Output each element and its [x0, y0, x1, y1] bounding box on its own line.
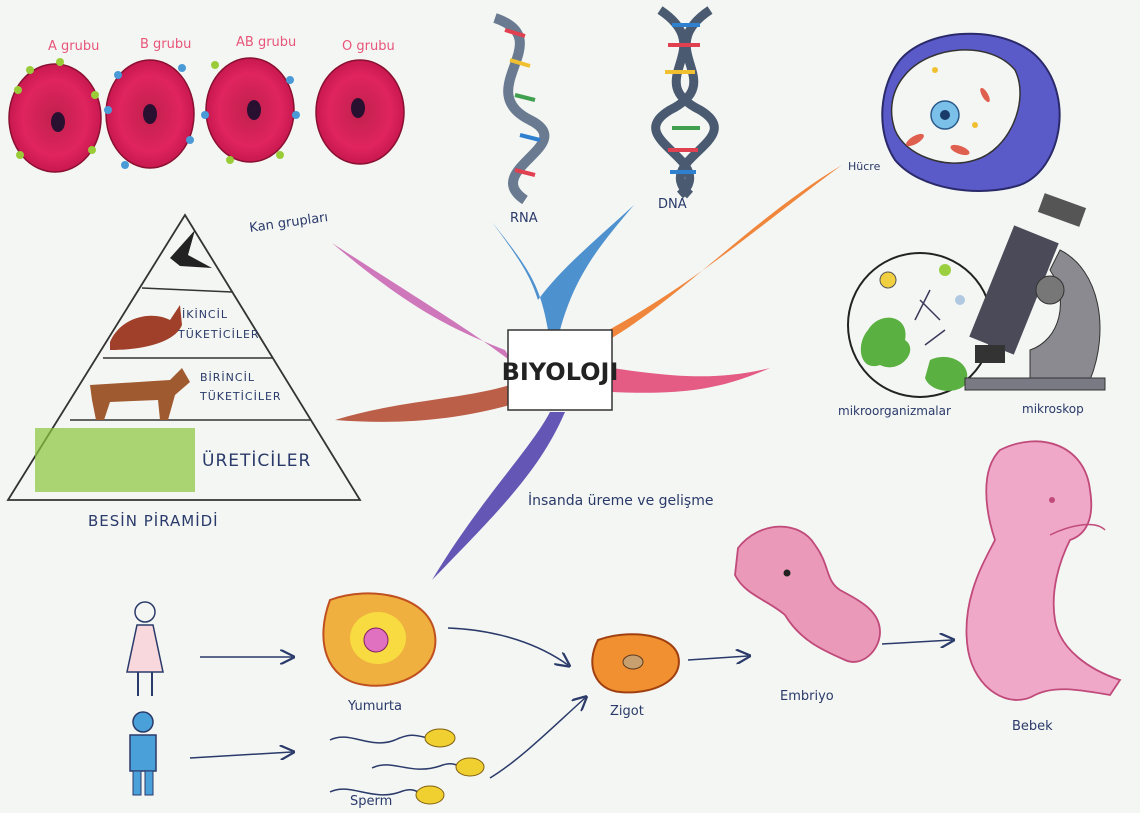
blood-group-label-a: A grubu [48, 39, 99, 54]
rbc-a [9, 58, 101, 172]
branch-food-pyramid [335, 385, 510, 422]
center-node: BIYOLOJI [502, 330, 619, 410]
arrow-egg-to-zygote [448, 628, 568, 665]
rbc-o [316, 60, 404, 164]
egg-label: Yumurta [347, 699, 402, 714]
microorganisms-circle-icon [848, 253, 992, 397]
blood-groups-title: Kan grupları [248, 210, 329, 236]
zygote-label: Zigot [610, 704, 644, 719]
pyramid-level-1-line2: TÜKETİCİLER [177, 328, 260, 341]
zygote-icon [592, 634, 679, 692]
microscope-section: mikroorganizmalar mikroskop [838, 193, 1105, 418]
cell-label: Hücre [848, 160, 881, 173]
pyramid-grass [35, 428, 195, 492]
dna-label: DNA [658, 197, 687, 212]
pyramid-level-2-line1: BİRİNCİL [200, 371, 255, 384]
man-icon [130, 712, 156, 795]
branch-microscope [612, 368, 770, 393]
center-title: BIYOLOJI [502, 358, 619, 386]
pyramid-level-3-line1: ÜRETİCİLER [202, 449, 311, 471]
branch-cell [600, 165, 842, 345]
rna-strand-icon [495, 18, 544, 200]
embryo-label: Embriyo [780, 689, 834, 704]
arrow-sperm-to-zygote [490, 698, 585, 778]
blood-groups-section: A grubu B grubu AB grubu O grubu Kan gru… [9, 35, 404, 236]
rna-label: RNA [510, 211, 538, 226]
arrow-zygote-to-embryo [688, 656, 748, 660]
rbc-ab [201, 58, 300, 164]
woman-icon [127, 602, 163, 696]
development-title: İnsanda üreme ve gelişme [528, 491, 713, 509]
microscope-icon [965, 193, 1105, 390]
blood-group-label-o: O grubu [342, 39, 395, 54]
microscope-label: mikroskop [1022, 402, 1084, 416]
arrow-embryo-to-baby [882, 640, 952, 644]
sperm-icon [330, 729, 484, 804]
baby-label: Bebek [1012, 719, 1053, 734]
pyramid-level-1-line1: İKİNCİL [182, 308, 228, 321]
nucleic-acids-section: RNA DNA [495, 10, 714, 226]
animal-cell-icon [882, 34, 1059, 191]
blood-group-label-ab: AB grubu [236, 35, 296, 50]
branch-blood-groups [332, 243, 512, 362]
pyramid-level-2-line2: TÜKETİCİLER [199, 390, 282, 403]
cell-section: Hücre [848, 34, 1060, 191]
dna-helix-icon [656, 10, 715, 195]
rbc-b [104, 60, 194, 169]
blood-group-label-b: B grubu [140, 37, 191, 52]
food-pyramid-section: İKİNCİL TÜKETİCİLER BİRİNCİL TÜKETİCİLER… [8, 215, 360, 530]
sperm-label: Sperm [350, 794, 392, 809]
embryo-icon [735, 527, 880, 662]
microorganisms-label: mikroorganizmalar [838, 404, 951, 418]
baby-fetus-icon [966, 441, 1120, 700]
arrow-man-to-sperm [190, 752, 292, 758]
egg-cell-icon [323, 593, 435, 685]
pyramid-title: BESİN PİRAMİDİ [88, 511, 219, 530]
